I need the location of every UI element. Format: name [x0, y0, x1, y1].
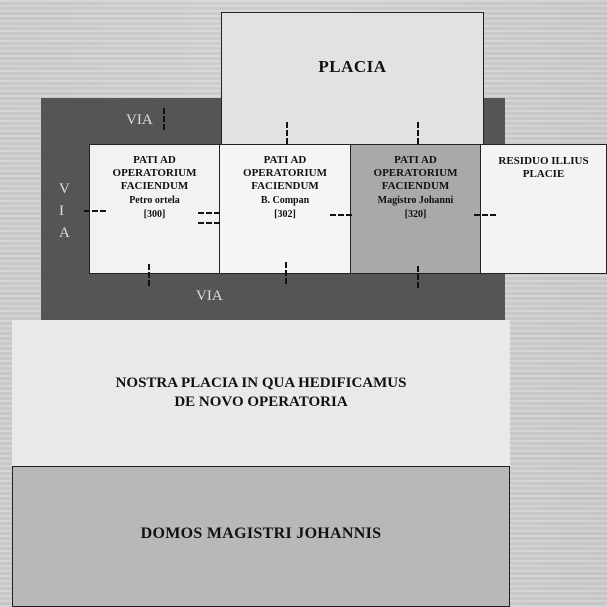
via-top-label: VIA [126, 112, 153, 128]
nostra-line: NOSTRA PLACIA IN QUA HEDIFICAMUS [115, 375, 407, 391]
shop-line: FACIENDUM [251, 180, 319, 192]
shop-line: OPERATORIUM [112, 167, 197, 179]
nostra-line: DE NOVO OPERATORIA [174, 394, 348, 410]
shop-person: Magistro Johanni [377, 195, 454, 206]
door-marker [285, 262, 287, 284]
door-marker [198, 212, 220, 214]
shop-line: OPERATORIUM [373, 167, 458, 179]
residuo-illius-placie: RESIDUO ILLIUS PLACIE [480, 144, 607, 274]
shop-number: [302] [274, 209, 296, 220]
via-left-letter: V [59, 181, 70, 197]
shop-number: [320] [404, 209, 427, 220]
shop-person: B. Compan [260, 195, 310, 206]
via-left-letter: A [59, 225, 70, 241]
door-marker [286, 122, 288, 144]
domos-magistri-johannis-block: DOMOS MAGISTRI JOHANNIS [12, 466, 510, 607]
shop-line: FACIENDUM [120, 180, 189, 192]
door-marker [474, 214, 496, 216]
residuo-line: PLACIE [522, 168, 565, 180]
shop-petro-ortela: PATI AD OPERATORIUM FACIENDUM Petro orte… [89, 144, 220, 274]
via-left-letter: I [59, 203, 64, 219]
shop-magistro-johanni: PATI AD OPERATORIUM FACIENDUM Magistro J… [350, 144, 481, 274]
shop-line: PATI AD [133, 154, 176, 166]
shop-number: [300] [143, 209, 166, 220]
door-marker [163, 108, 165, 130]
via-left-label: V I A [59, 178, 70, 244]
nostra-placia-block: NOSTRA PLACIA IN QUA HEDIFICAMUS DE NOVO… [12, 320, 510, 466]
door-marker [198, 222, 220, 224]
shop-line: OPERATORIUM [243, 167, 327, 179]
shop-b-compan: PATI AD OPERATORIUM FACIENDUM B. Compan … [219, 144, 351, 274]
via-bottom-label: VIA [196, 288, 223, 304]
shop-line: PATI AD [263, 154, 307, 166]
shop-person: Petro ortela [129, 195, 180, 206]
placia-label: PLACIA [318, 57, 387, 76]
door-marker [417, 266, 419, 288]
shop-line: FACIENDUM [381, 180, 450, 192]
door-marker [330, 214, 352, 216]
door-marker [84, 210, 106, 212]
nostra-label: NOSTRA PLACIA IN QUA HEDIFICAMUS DE NOVO… [12, 374, 510, 412]
placia-block: PLACIA [221, 12, 484, 145]
domos-label: DOMOS MAGISTRI JOHANNIS [140, 525, 382, 542]
shop-line: PATI AD [394, 154, 437, 166]
door-marker [417, 122, 419, 144]
residuo-line: RESIDUO ILLIUS [498, 155, 589, 167]
door-marker [148, 264, 150, 286]
